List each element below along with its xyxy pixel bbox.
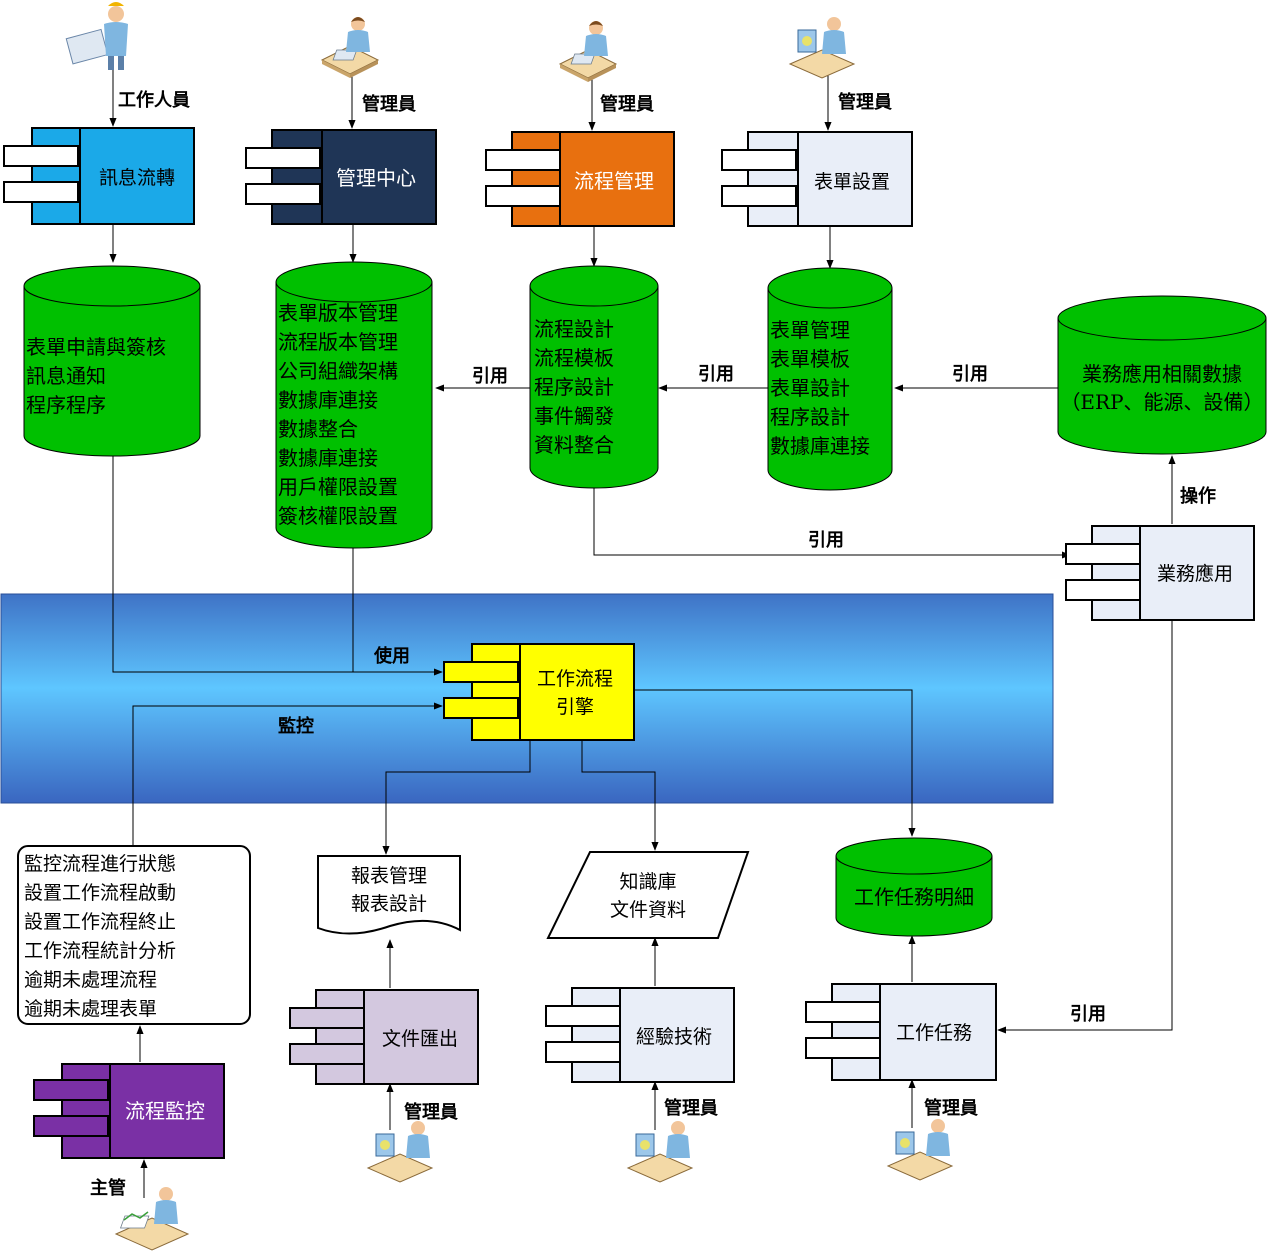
actor-label-staff: 工作人員 (118, 89, 190, 111)
db-line: 業務應用相關數據 (1082, 362, 1242, 386)
doc-line: 知識庫 (619, 871, 676, 893)
edge-label-operate: 操作 (1180, 485, 1216, 507)
monitor-list-box: 監控流程進行狀態 設置工作流程啟動 設置工作流程終止 工作流程統計分析 逾期未處… (17, 845, 251, 1025)
edge-label-ref: 引用 (808, 530, 844, 551)
document-report: 報表管理 報表設計 (317, 855, 461, 935)
db-line: 簽核權限設置 (278, 504, 398, 528)
component-label: 表單設置 (814, 171, 890, 193)
person-desk-icon (321, 16, 379, 79)
db-line: 數據整合 (278, 417, 358, 441)
actor-label-admin: 管理員 (664, 1097, 718, 1119)
db-line: 程序設計 (770, 405, 850, 429)
database-form (767, 267, 893, 491)
db-line: 訊息通知 (26, 364, 106, 388)
db-line: 表單管理 (770, 318, 850, 342)
actor-label-supervisor: 主管 (90, 1177, 126, 1199)
db-line: 表單申請與簽核 (26, 335, 166, 359)
db-line: 流程版本管理 (278, 330, 398, 354)
db-line: 程序程序 (26, 393, 106, 417)
person-computer-icon (788, 17, 856, 79)
component-label: 管理中心 (336, 166, 416, 190)
db-line: 表單版本管理 (278, 301, 398, 325)
actor-label-admin: 管理員 (924, 1097, 978, 1119)
component-process-monitor[interactable]: 流程監控 (33, 1063, 225, 1159)
database-process (529, 265, 659, 489)
component-workflow-engine[interactable]: 工作流程 引擎 (443, 643, 635, 741)
db-line: 流程模板 (534, 346, 614, 370)
monitor-item: 逾期未處理流程 (24, 969, 157, 991)
component-form-settings[interactable]: 表單設置 (721, 131, 913, 227)
component-label: 工作任務 (896, 1022, 972, 1044)
db-line: 公司組織架構 (278, 359, 398, 383)
person-computer-icon (366, 1121, 434, 1183)
actor-label-admin: 管理員 (362, 93, 416, 115)
component-label: 引擎 (556, 696, 594, 718)
edge-label-ref: 引用 (952, 364, 988, 385)
component-label: 經驗技術 (636, 1026, 712, 1048)
db-line: 數據庫連接 (770, 434, 870, 458)
person-computer-icon (886, 1119, 954, 1181)
knowledge-base-shape: 知識庫 文件資料 (546, 851, 750, 939)
person-desk-icon (559, 20, 617, 83)
db-line: 事件觸發 (534, 404, 614, 428)
monitor-item: 工作流程統計分析 (24, 940, 176, 962)
actor-label-admin: 管理員 (404, 1101, 458, 1123)
database-message-flow (23, 265, 201, 457)
db-line: （ERP、能源、設備） (1060, 390, 1263, 414)
database-management (275, 261, 433, 549)
database-business (1057, 295, 1267, 455)
db-line: 工作任務明細 (854, 885, 974, 909)
db-line: 資料整合 (534, 433, 614, 457)
database-task-detail (835, 837, 993, 937)
edge-label-ref: 引用 (1070, 1004, 1106, 1025)
component-process-management[interactable]: 流程管理 (485, 131, 675, 227)
component-label: 訊息流轉 (99, 167, 175, 189)
db-line: 程序設計 (534, 375, 614, 399)
db-line: 表單設計 (770, 376, 850, 400)
db-line: 表單模板 (770, 347, 850, 371)
db-line: 數據庫連接 (278, 446, 378, 470)
component-label: 流程管理 (574, 169, 654, 193)
component-label: 業務應用 (1157, 562, 1233, 585)
person-computer-icon (626, 1121, 694, 1183)
person-documents-icon (114, 1187, 190, 1251)
actor-label-admin: 管理員 (600, 93, 654, 115)
component-message-flow[interactable]: 訊息流轉 (3, 127, 195, 225)
component-work-task[interactable]: 工作任務 (805, 983, 997, 1081)
person-blueprint-icon (65, 2, 128, 70)
monitor-item: 逾期未處理表單 (24, 998, 157, 1020)
doc-line: 文件資料 (610, 899, 686, 921)
component-label: 流程監控 (125, 1099, 205, 1123)
component-doc-export[interactable]: 文件匯出 (289, 989, 479, 1085)
edge-label-ref: 引用 (472, 366, 508, 387)
component-management-center[interactable]: 管理中心 (245, 129, 437, 225)
component-business-app[interactable]: 業務應用 (1065, 525, 1255, 621)
monitor-item: 監控流程進行狀態 (24, 853, 176, 875)
monitor-item: 設置工作流程終止 (24, 911, 176, 933)
component-label: 文件匯出 (382, 1028, 458, 1050)
doc-line: 報表管理 (351, 865, 427, 887)
edge-label-use: 使用 (373, 646, 410, 667)
component-label: 工作流程 (537, 668, 613, 690)
db-line: 流程設計 (534, 317, 614, 341)
monitor-item: 設置工作流程啟動 (24, 882, 176, 904)
doc-line: 報表設計 (351, 893, 427, 915)
actor-label-admin: 管理員 (838, 91, 892, 113)
db-line: 用戶權限設置 (278, 475, 398, 499)
edge-label-monitor: 監控 (278, 715, 314, 737)
db-line: 數據庫連接 (278, 388, 378, 412)
edge-label-ref: 引用 (698, 364, 734, 385)
component-experience-tech[interactable]: 經驗技術 (545, 987, 735, 1083)
